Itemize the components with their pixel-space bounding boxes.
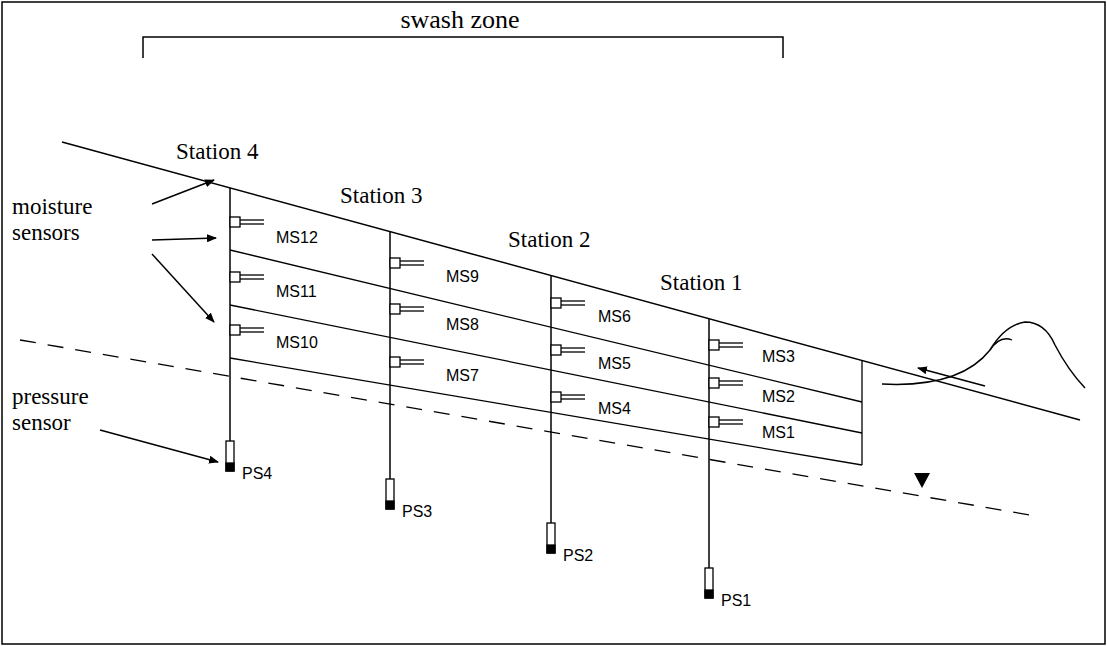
station-poles (230, 188, 709, 568)
sensor-prong (561, 304, 585, 305)
station-label: Station 3 (340, 183, 422, 209)
sensor-prong (400, 264, 424, 265)
sensor-prong (240, 219, 264, 220)
sensor-prong (240, 278, 264, 279)
sensor-label: PS1 (721, 592, 751, 610)
station-label: Station 4 (176, 139, 258, 165)
leader-arrows (100, 180, 218, 462)
sensor-prong (240, 331, 264, 332)
sensor-prong (400, 359, 424, 360)
sensor-prong (561, 398, 585, 399)
sensor-label: MS12 (276, 229, 318, 247)
sensor-label: MS2 (762, 388, 795, 406)
moisture-sensors (230, 217, 743, 427)
water-table-symbol (914, 473, 930, 488)
sensor-prong (240, 223, 264, 224)
callout-label: moisture sensors (12, 194, 112, 247)
sensor-label: PS2 (563, 547, 593, 565)
moisture-sensor (230, 272, 240, 282)
sensor-prong (719, 346, 743, 347)
sensor-prong (561, 394, 585, 395)
moisture-sensor (551, 298, 561, 308)
station-label: Station 1 (660, 270, 742, 296)
sensor-prong (400, 260, 424, 261)
sensor-prong (561, 300, 585, 301)
sensor-label: MS4 (598, 400, 631, 418)
station-label: Station 2 (508, 227, 590, 253)
sensor-prong (240, 274, 264, 275)
moisture-sensor (390, 357, 400, 367)
moisture-sensor (551, 345, 561, 355)
swash-bracket (143, 37, 783, 58)
sensor-prong (719, 380, 743, 381)
zone-label: swash zone (400, 5, 519, 35)
moisture-sensor (709, 378, 719, 388)
sensor-label: MS3 (762, 348, 795, 366)
sensor-prong (561, 351, 585, 352)
sensor-prong (400, 306, 424, 307)
sensor-prong (719, 423, 743, 424)
sensor-prong (719, 342, 743, 343)
sensor-label: MS10 (276, 334, 318, 352)
sensor-label: PS3 (402, 503, 432, 521)
beach-surface (62, 142, 1080, 420)
moisture-sensor (230, 217, 240, 227)
moisture-sensor (230, 325, 240, 335)
wave-curl (990, 339, 1012, 350)
sensor-label: MS7 (446, 367, 479, 385)
sensor-label: MS5 (598, 355, 631, 373)
callout-label: pressure sensor (12, 384, 112, 437)
moisture-sensor (551, 392, 561, 402)
sensor-prong (400, 363, 424, 364)
sensor-label: PS4 (242, 465, 272, 483)
wave (882, 322, 1085, 388)
sensor-prong (400, 310, 424, 311)
moisture-sensor (390, 304, 400, 314)
sensor-prong (561, 347, 585, 348)
sensor-prong (240, 327, 264, 328)
sensor-prong (719, 384, 743, 385)
moisture-sensor (390, 258, 400, 268)
pressure-sensors (226, 441, 713, 598)
sensor-label: MS6 (598, 308, 631, 326)
moisture-sensor (709, 340, 719, 350)
water-table (20, 340, 1030, 515)
layer-lines (230, 250, 862, 465)
sensor-label: MS9 (446, 268, 479, 286)
sensor-label: MS8 (446, 316, 479, 334)
sensor-label: MS11 (276, 283, 317, 301)
sensor-prong (719, 419, 743, 420)
sensor-label: MS1 (762, 424, 795, 442)
moisture-sensor (709, 417, 719, 427)
